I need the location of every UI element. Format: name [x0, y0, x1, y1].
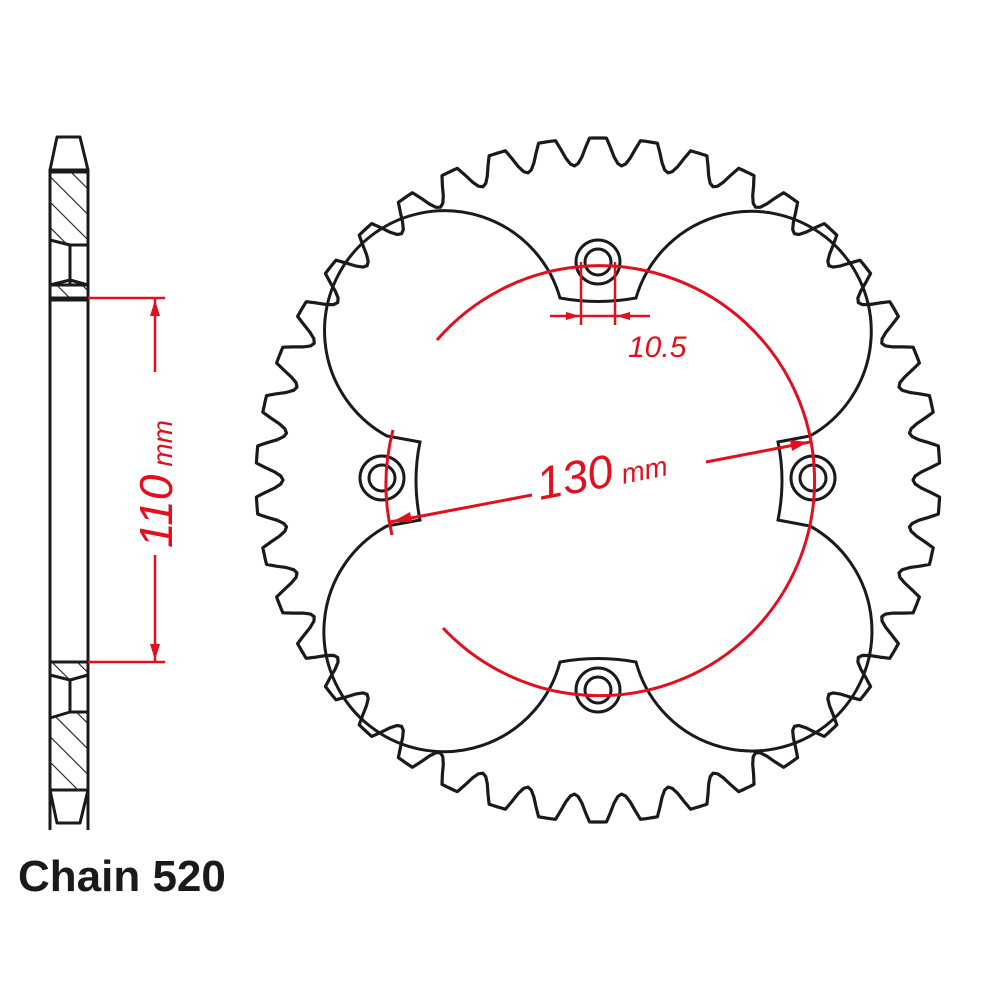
bolt-hole-right [789, 454, 837, 502]
bolt-circle-dimension [389, 440, 811, 524]
sprocket-teeth [254, 136, 942, 824]
bolt-circle [384, 264, 817, 698]
bore-dimension [88, 296, 165, 664]
bolt-circle-label: 130mm [532, 434, 671, 510]
side-profile [48, 135, 90, 830]
center-cutout [322, 209, 874, 754]
bolt-hole-left [358, 454, 406, 502]
bore-dimension-label: 110mm [130, 420, 182, 548]
sprocket-outline [254, 136, 942, 824]
chain-caption: Chain 520 [18, 852, 226, 901]
bolt-hole-top [574, 238, 622, 286]
bolt-hole-dimension [550, 262, 650, 325]
bolt-hole-bottom [574, 666, 622, 714]
bolt-hole-label: 10.5 [628, 331, 687, 364]
